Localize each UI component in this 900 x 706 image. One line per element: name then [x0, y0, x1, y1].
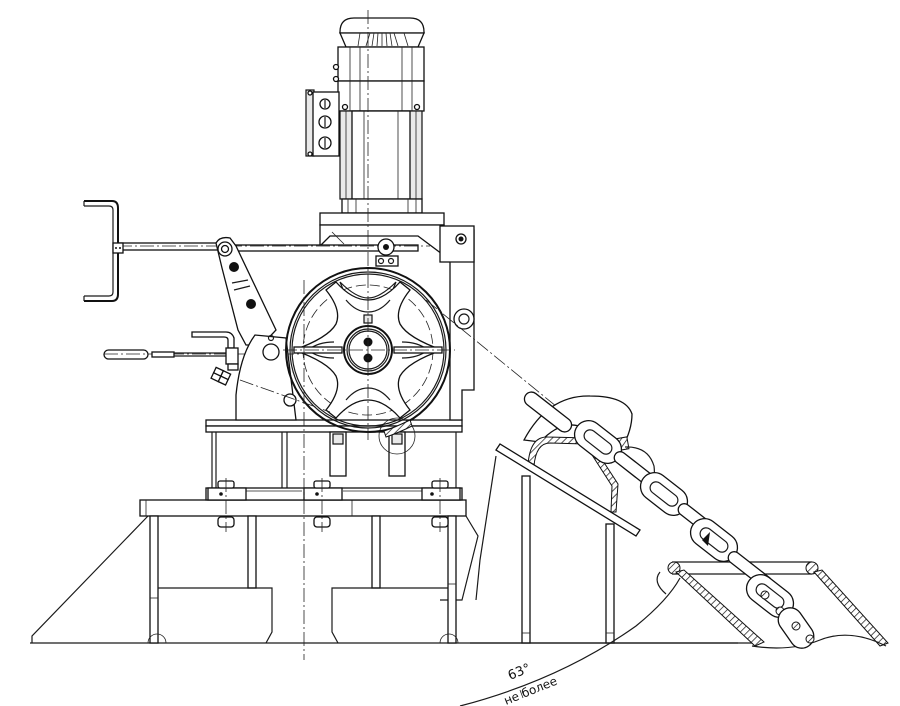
angle-dimension — [459, 577, 681, 706]
brake-handle — [83, 200, 430, 346]
hawse-pipe — [656, 561, 889, 649]
cable-lifter — [283, 10, 475, 660]
windlass-frame — [205, 417, 463, 532]
terminal-box — [305, 89, 340, 157]
foundation — [30, 499, 755, 644]
electric-motor — [332, 17, 425, 214]
anchor-chain — [523, 391, 815, 649]
clutch-lever — [103, 331, 300, 421]
angle-value-label: 63° — [506, 661, 533, 684]
gearbox — [319, 212, 475, 421]
